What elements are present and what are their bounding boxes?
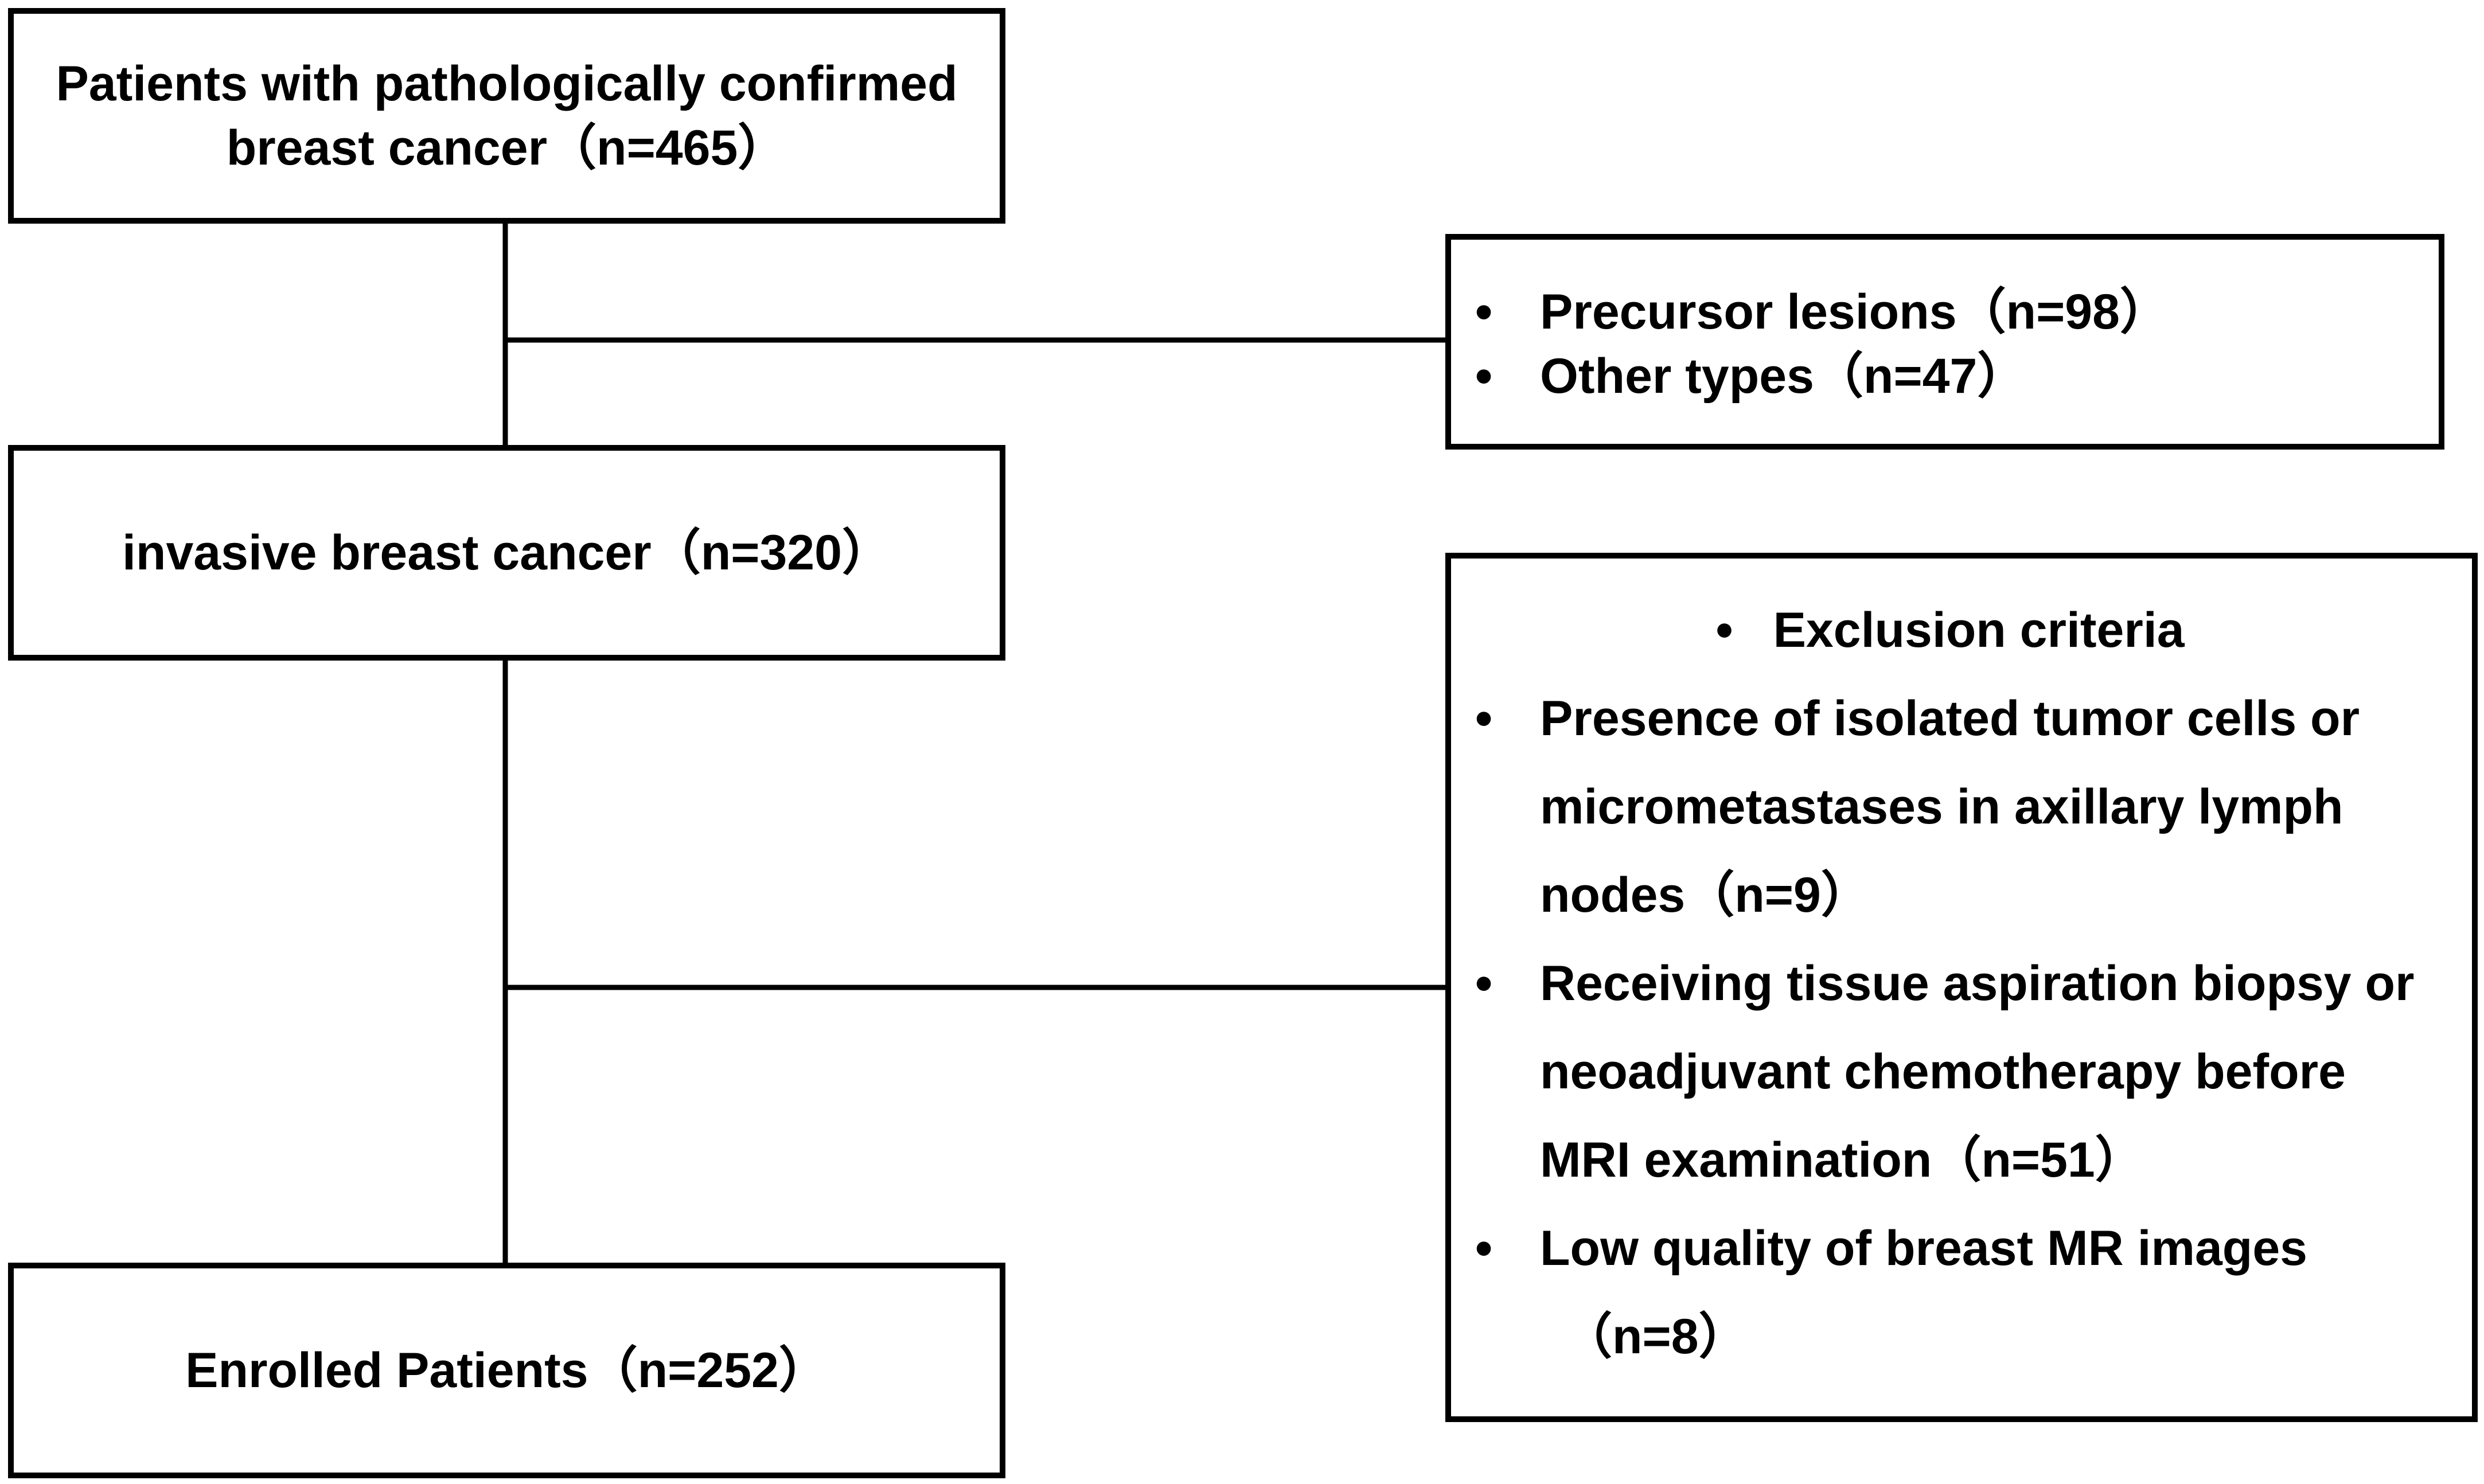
exclusion-item-text: Precursor lesions（n=98） <box>1540 284 2169 339</box>
bullet-icon: • <box>1475 284 1493 339</box>
exclusion-item-text: Other types（n=47） <box>1540 349 2027 404</box>
initial-patients-box: Patients with pathologically confirmed b… <box>8 8 1005 224</box>
enrolled-patients-label: Enrolled Patients（n=252） <box>185 1343 828 1398</box>
exclusion-item-low-quality-images: • Low quality of breast MR images （n=8） <box>1451 1204 2472 1381</box>
enrolled-patients-box: Enrolled Patients（n=252） <box>8 1263 1005 1478</box>
exclusion-item-text: Receiving tissue aspiration biopsy or ne… <box>1540 956 2415 1188</box>
bullet-icon: • <box>1475 956 1493 1011</box>
second-exclusion-box: • Exclusion criteria • Presence of isolat… <box>1445 553 2478 1422</box>
bullet-icon: • <box>1475 691 1493 746</box>
exclusion-criteria-heading: • Exclusion criteria <box>1451 586 2472 674</box>
invasive-cancer-label: invasive breast cancer（n=320） <box>122 525 891 580</box>
exclusion-item-isolated-tumor-cells: • Presence of isolated tumor cells or mi… <box>1451 674 2472 939</box>
bullet-icon: • <box>1715 603 1733 658</box>
exclusion-item-text: Presence of isolated tumor cells or micr… <box>1540 691 2360 923</box>
bullet-icon: • <box>1475 349 1493 404</box>
exclusion-heading-text: Exclusion criteria <box>1773 603 2185 658</box>
exclusion-item-count: （n=8） <box>1563 1309 1748 1364</box>
exclusion-item-precursor-lesions: • Precursor lesions（n=98） <box>1451 280 2439 344</box>
first-exclusion-list: • Precursor lesions（n=98） • Other types（… <box>1451 280 2439 408</box>
initial-patients-line-1: Patients with pathologically confirmed <box>56 56 958 111</box>
exclusion-item-prior-biopsy-or-chemotherapy: • Receiving tissue aspiration biopsy or … <box>1451 939 2472 1204</box>
bullet-icon: • <box>1475 1221 1493 1276</box>
second-exclusion-list: • Exclusion criteria • Presence of isolat… <box>1451 586 2472 1381</box>
invasive-cancer-box: invasive breast cancer（n=320） <box>8 445 1005 661</box>
exclusion-item-other-types: • Other types（n=47） <box>1451 344 2439 408</box>
exclusion-item-text: Low quality of breast MR images <box>1540 1221 2307 1276</box>
initial-patients-line-2: breast cancer（n=465） <box>226 120 787 175</box>
first-exclusion-box: • Precursor lesions（n=98） • Other types（… <box>1445 234 2444 450</box>
